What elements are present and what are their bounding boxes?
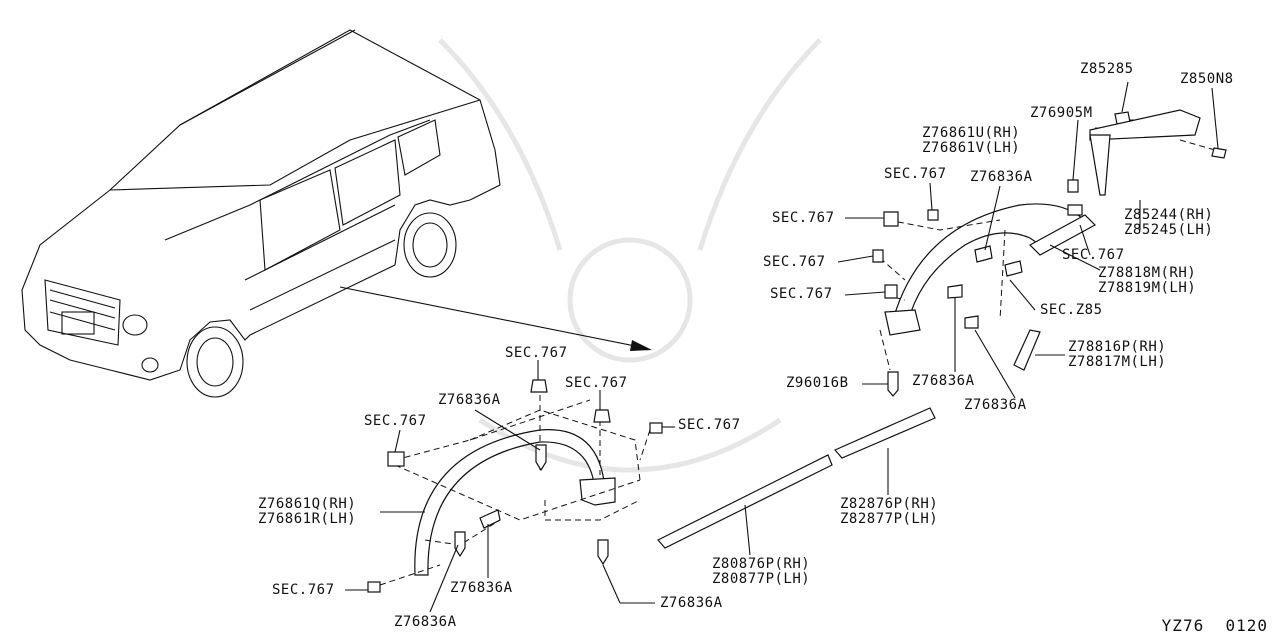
label-z85285: Z85285 [1080, 61, 1134, 77]
leader-arrow [339, 286, 652, 351]
label-secz85: SEC.Z85 [1040, 302, 1103, 318]
label-z850n8: Z850N8 [1180, 71, 1234, 87]
left-fasteners [367, 379, 663, 593]
label-sec767-r5: SEC.767 [770, 286, 833, 302]
label-z76836a-l2: Z76836A [450, 580, 513, 596]
label-z78816-7: Z78816P(RH) Z78817M(LH) [1068, 339, 1167, 370]
label-z76861q-r: Z76861Q(RH) Z76861R(LH) [258, 496, 357, 527]
label-sec767-r4: SEC.767 [763, 254, 826, 270]
label-z76861u-v: Z76861U(RH) Z76861V(LH) [922, 125, 1021, 156]
label-sec767-r3: SEC.767 [1062, 247, 1125, 263]
label-sec767-l3: SEC.767 [364, 413, 427, 429]
label-sec767-l1: SEC.767 [505, 345, 568, 361]
label-z76905m: Z76905M [1030, 105, 1093, 121]
sill-moldings [657, 407, 936, 549]
label-z76836a-r1: Z76836A [970, 169, 1033, 185]
label-z76836a-l3: Z76836A [394, 614, 457, 630]
right-fasteners [872, 109, 1227, 397]
label-sec767-r1: SEC.767 [884, 166, 947, 182]
label-sec767-l2: SEC.767 [565, 375, 628, 391]
rear-arch-molding [884, 203, 1084, 336]
label-leaders [345, 81, 1219, 613]
diagram-code: YZ76 0120 [1161, 616, 1268, 635]
label-z96016b: Z96016B [786, 375, 849, 391]
label-z76836a-r2: Z76836A [912, 373, 975, 389]
label-z80876-7: Z80876P(RH) Z80877P(LH) [712, 556, 811, 587]
label-z76836a-l1: Z76836A [438, 392, 501, 408]
label-z76836a-r3: Z76836A [964, 397, 1027, 413]
vehicle-illustration [21, 29, 501, 398]
label-sec767-l4: SEC.767 [678, 417, 741, 433]
label-sec767-l5: SEC.767 [272, 582, 335, 598]
label-z78818-9: Z78818M(RH) Z78819M(LH) [1098, 265, 1197, 296]
label-sec767-r2: SEC.767 [772, 210, 835, 226]
front-arch-molding [414, 429, 616, 576]
label-z76836a-l4: Z76836A [660, 595, 723, 611]
label-z82876-7: Z82876P(RH) Z82877P(LH) [840, 496, 939, 527]
label-z85244-5: Z85244(RH) Z85245(LH) [1124, 207, 1214, 238]
